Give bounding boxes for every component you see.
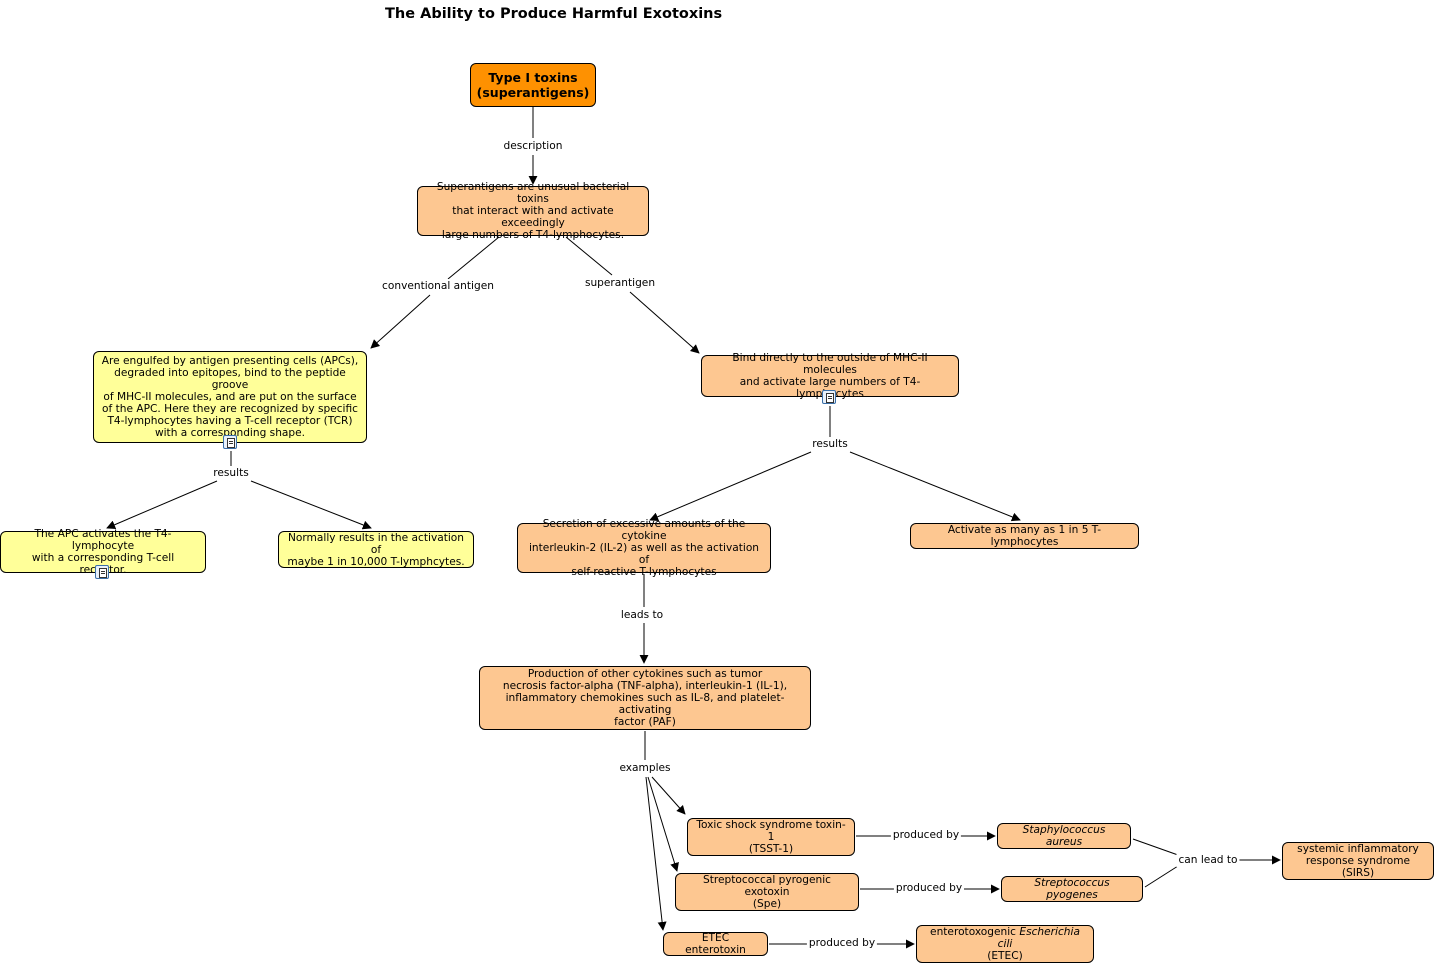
node-tsst[interactable]: Toxic shock syndrome toxin-1 (TSST-1) — [687, 818, 855, 856]
link-label-leads-to: leads to — [618, 608, 666, 622]
node-normally-results[interactable]: Normally results in the activation of ma… — [278, 531, 474, 568]
node-superantigens-definition[interactable]: Superantigens are unusual bacterial toxi… — [417, 181, 649, 241]
edge-conventional-engulfed — [370, 294, 431, 349]
link-label-can-lead-to: can lead to — [1176, 853, 1240, 867]
node-engulfed-by-apcs[interactable]: Are engulfed by antigen presenting cells… — [93, 351, 367, 443]
node-sirs[interactable]: systemic inflammatory response syndrome … — [1282, 842, 1434, 880]
link-label-description: description — [501, 139, 565, 153]
link-label-conventional-antigen: conventional antigen — [380, 279, 496, 293]
edge-results-normally — [250, 480, 372, 530]
edge-examples-tsst — [651, 776, 686, 815]
edge-examples-etec — [645, 776, 667, 931]
edge-staph-canleadto — [1132, 838, 1179, 856]
link-label-produced-by-tsst: produced by — [890, 828, 962, 842]
link-label-produced-by-etec: produced by — [806, 936, 878, 950]
ecoli-line-1: enterotoxogenic Escherichia cili — [923, 926, 1087, 950]
link-label-examples: examples — [617, 761, 673, 775]
note-icon[interactable] — [822, 390, 836, 404]
node-production-cytokines[interactable]: Production of other cytokines such as tu… — [479, 666, 811, 730]
ecoli-line-2: (ETEC) — [987, 950, 1023, 962]
edge-superantigen-bind — [629, 291, 700, 354]
node-activate-many[interactable]: Activate as many as 1 in 5 T-lymphocytes — [910, 523, 1139, 549]
link-label-superantigen: superantigen — [582, 276, 658, 290]
link-label-results-left: results — [211, 466, 251, 480]
edge-results-apc — [106, 480, 218, 529]
edge-results-secretion — [649, 451, 812, 521]
edge-def-conventional — [447, 236, 500, 280]
ecoli-species: Escherichia cili — [997, 926, 1080, 950]
edge-strep-canleadto — [1144, 865, 1179, 888]
map-title: The Ability to Produce Harmful Exotoxins — [385, 6, 723, 22]
node-spe[interactable]: Streptococcal pyrogenic exotoxin (Spe) — [675, 873, 859, 911]
edge-def-superantigen — [565, 236, 613, 276]
note-icon[interactable] — [95, 565, 109, 579]
node-staphylococcus-aureus[interactable]: Staphylococcus aureus — [997, 823, 1131, 849]
ecoli-prefix: enterotoxogenic — [930, 926, 1020, 938]
node-etec-enterotoxin[interactable]: ETEC enterotoxin — [663, 932, 768, 956]
node-secretion-il2[interactable]: Secretion of excessive amounts of the cy… — [517, 518, 771, 578]
node-type1-toxins[interactable]: Type I toxins (superantigens) — [470, 63, 596, 107]
link-label-results-right: results — [810, 437, 850, 451]
link-label-produced-by-spe: produced by — [893, 881, 965, 895]
node-enterotoxogenic-ecoli[interactable]: enterotoxogenic Escherichia cili (ETEC) — [916, 925, 1094, 963]
edge-examples-spe — [647, 776, 679, 872]
edge-results-activate — [849, 451, 1021, 522]
node-streptococcus-pyogenes[interactable]: Streptococcus pyogenes — [1001, 876, 1143, 902]
note-icon[interactable] — [223, 435, 237, 449]
